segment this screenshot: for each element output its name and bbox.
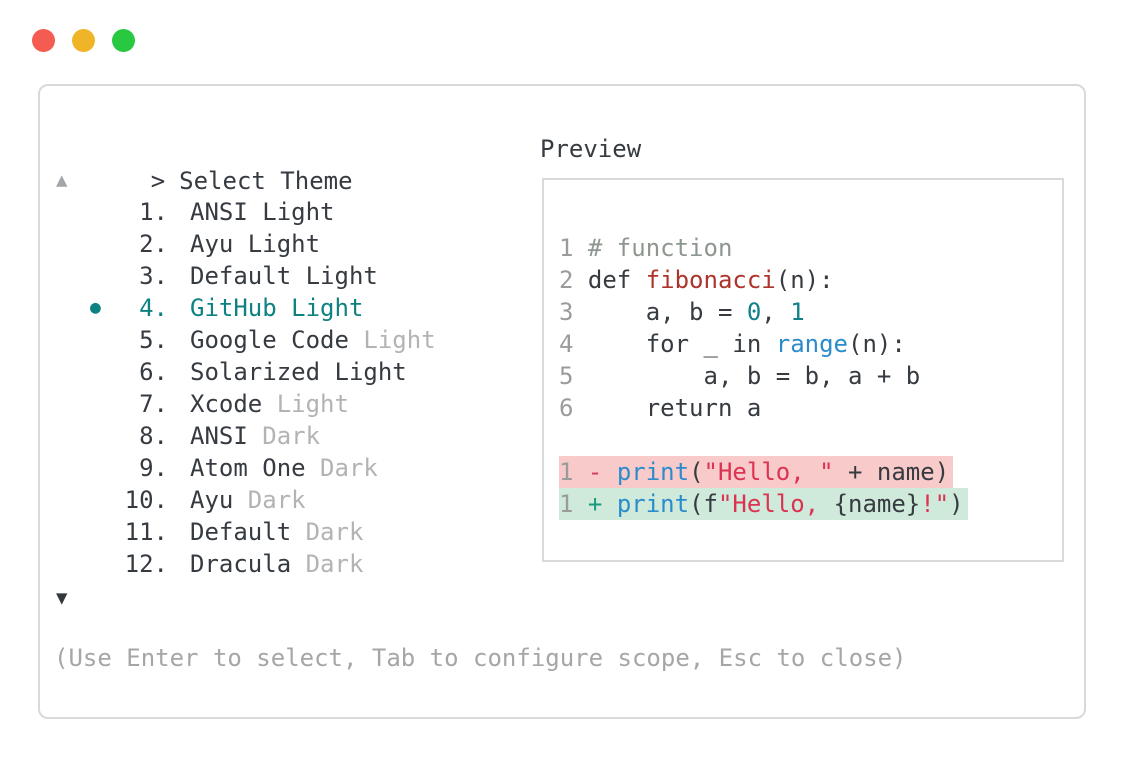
- theme-item-number: 3.: [139, 262, 168, 290]
- minimize-button[interactable]: [72, 29, 95, 52]
- theme-item-label: Default Dark: [190, 518, 364, 546]
- theme-item-label: ANSI Light: [190, 198, 335, 226]
- theme-item-label: Dracula Dark: [190, 550, 364, 578]
- page-title: Select Theme: [179, 167, 353, 195]
- theme-item-9[interactable]: 9. Atom One Dark: [40, 452, 530, 484]
- window-controls: [32, 29, 135, 52]
- code-line: 4 for _ in range(n):: [559, 328, 1062, 360]
- theme-item-number: 10.: [124, 486, 168, 514]
- theme-item-number: 5.: [139, 326, 168, 354]
- code-line-content: 1 - print("Hello, " + name): [559, 456, 954, 488]
- scroll-up-icon[interactable]: ▲: [56, 169, 68, 191]
- code-line-content: 4 for _ in range(n):: [559, 330, 906, 358]
- theme-item-number: 8.: [139, 422, 168, 450]
- theme-item-label: Google Code Light: [190, 326, 436, 354]
- select-theme-header: > Select Theme: [64, 133, 353, 229]
- theme-item-number: 9.: [139, 454, 168, 482]
- theme-picker-window: > Select Theme Preview ▲ 1. ANSI Light 2. Ay…: [38, 84, 1086, 719]
- code-line-content: 1 # function: [559, 234, 733, 262]
- code-line: 1 # function: [559, 232, 1062, 264]
- theme-item-label: ANSI Dark: [190, 422, 321, 450]
- theme-item-1[interactable]: 1. ANSI Light: [40, 196, 530, 228]
- theme-item-number: 4.: [139, 294, 168, 322]
- theme-item-8[interactable]: 8. ANSI Dark: [40, 420, 530, 452]
- theme-item-label: Ayu Light: [190, 230, 321, 258]
- theme-item-2[interactable]: 2. Ayu Light: [40, 228, 530, 260]
- selected-bullet-icon: ●: [90, 297, 101, 318]
- theme-item-label: Atom One Dark: [190, 454, 378, 482]
- theme-item-label: Default Light: [190, 262, 378, 290]
- theme-item-number: 2.: [139, 230, 168, 258]
- code-line-content: 5 a, b = b, a + b: [559, 362, 921, 390]
- maximize-button[interactable]: [112, 29, 135, 52]
- code-line-content: 2 def fibonacci(n):: [559, 266, 834, 294]
- code-line-content: 3 a, b = 0, 1: [559, 298, 805, 326]
- preview-label: Preview: [540, 135, 642, 163]
- theme-list: 1. ANSI Light 2. Ayu Light 3. Default Light ● 4…: [40, 196, 530, 580]
- theme-item-label: GitHub Light: [190, 294, 364, 322]
- theme-item-5[interactable]: 5. Google Code Light: [40, 324, 530, 356]
- prompt-caret-icon: >: [150, 167, 166, 195]
- theme-item-11[interactable]: 11. Default Dark: [40, 516, 530, 548]
- diff-removed-line: 1 - print("Hello, " + name): [559, 456, 1062, 488]
- theme-item-number: 1.: [139, 198, 168, 226]
- code-line: 2 def fibonacci(n):: [559, 264, 1062, 296]
- footer-hint: (Use Enter to select, Tab to configure s…: [54, 644, 907, 672]
- theme-item-number: 7.: [139, 390, 168, 418]
- theme-item-number: 6.: [139, 358, 168, 386]
- theme-item-10[interactable]: 10. Ayu Dark: [40, 484, 530, 516]
- theme-item-6[interactable]: 6. Solarized Light: [40, 356, 530, 388]
- theme-item-label: Ayu Dark: [190, 486, 306, 514]
- code-line-content: 6 return a: [559, 394, 762, 422]
- theme-item-label: Xcode Light: [190, 390, 349, 418]
- theme-item-number: 11.: [124, 518, 168, 546]
- theme-item-4[interactable]: ● 4. GitHub Light: [40, 292, 530, 324]
- theme-item-12[interactable]: 12. Dracula Dark: [40, 548, 530, 580]
- code-line: [559, 424, 1062, 456]
- code-line-content: 1 + print(f"Hello, {name}!"): [559, 488, 968, 520]
- code-preview-panel: 1 # function 2 def fibonacci(n): 3 a, b = …: [542, 178, 1064, 562]
- code-line-content: [559, 424, 563, 456]
- code-line: 3 a, b = 0, 1: [559, 296, 1062, 328]
- theme-item-label: Solarized Light: [190, 358, 407, 386]
- diff-added-line: 1 + print(f"Hello, {name}!"): [559, 488, 1062, 520]
- close-button[interactable]: [32, 29, 55, 52]
- theme-item-number: 12.: [124, 550, 168, 578]
- theme-item-3[interactable]: 3. Default Light: [40, 260, 530, 292]
- theme-item-7[interactable]: 7. Xcode Light: [40, 388, 530, 420]
- code-line: 5 a, b = b, a + b: [559, 360, 1062, 392]
- scroll-down-icon[interactable]: ▼: [56, 587, 68, 609]
- code-line: 6 return a: [559, 392, 1062, 424]
